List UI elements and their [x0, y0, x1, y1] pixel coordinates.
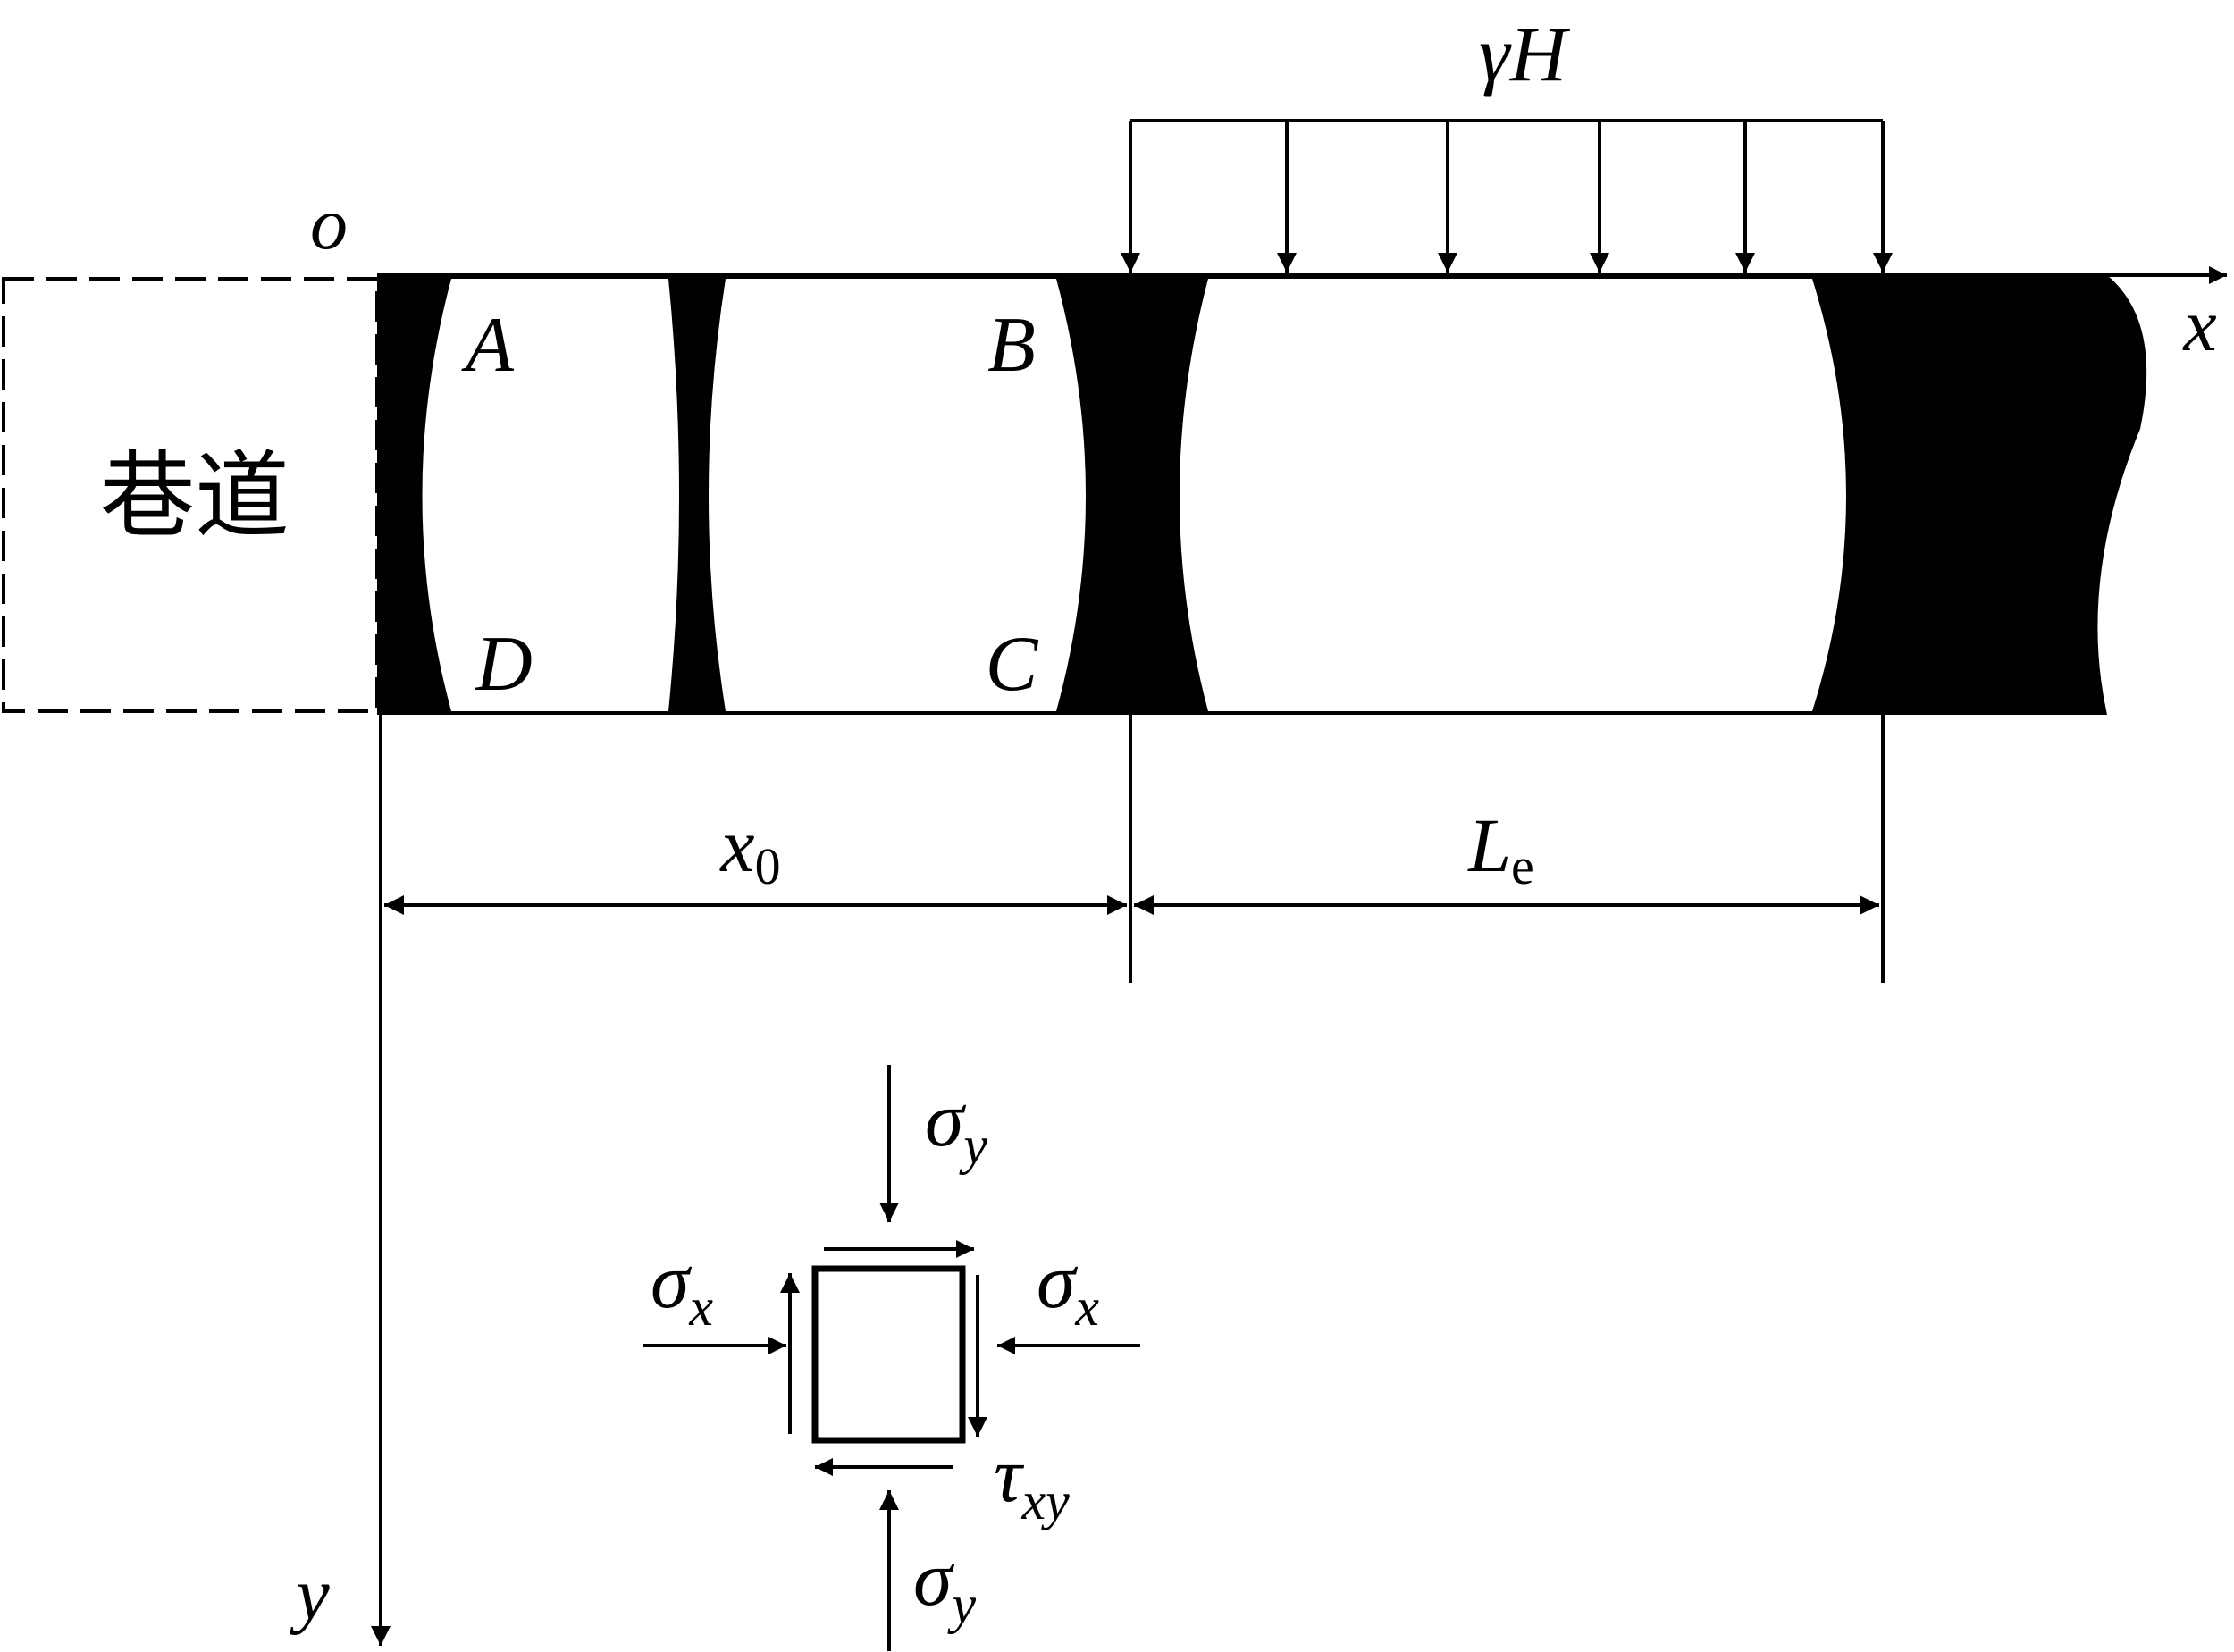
elastic-zone-opening	[1180, 279, 1846, 711]
y-axis-label: y	[289, 1553, 330, 1636]
distributed-load	[1121, 119, 1893, 273]
roadway-label: 巷道	[100, 441, 290, 551]
sigma-y-bottom-label: σy	[913, 1536, 976, 1634]
origin-label: o	[310, 182, 348, 265]
sigma-x-left-label: σx	[651, 1238, 713, 1337]
stress-arrows	[643, 1065, 1140, 1651]
panel-ad	[422, 279, 679, 711]
roadway-outline	[2, 277, 379, 713]
load-label: γH	[1479, 12, 1571, 98]
sigma-x-right-label: σx	[1037, 1238, 1099, 1337]
dimension-label-x0: x0	[718, 802, 780, 895]
sigma-y-top-label: σy	[925, 1077, 987, 1175]
dimension-lines	[384, 715, 1885, 983]
corner-label-b: B	[987, 302, 1036, 389]
panel-bc	[709, 279, 1086, 711]
corner-label-a: A	[461, 302, 515, 389]
stress-element	[811, 1265, 966, 1444]
corner-label-d: D	[475, 621, 533, 708]
x-axis-label: x	[2181, 284, 2216, 367]
dimension-label-le: Le	[1466, 802, 1534, 895]
corner-label-c: C	[986, 621, 1039, 708]
tau-xy-label: τxy	[994, 1432, 1070, 1530]
